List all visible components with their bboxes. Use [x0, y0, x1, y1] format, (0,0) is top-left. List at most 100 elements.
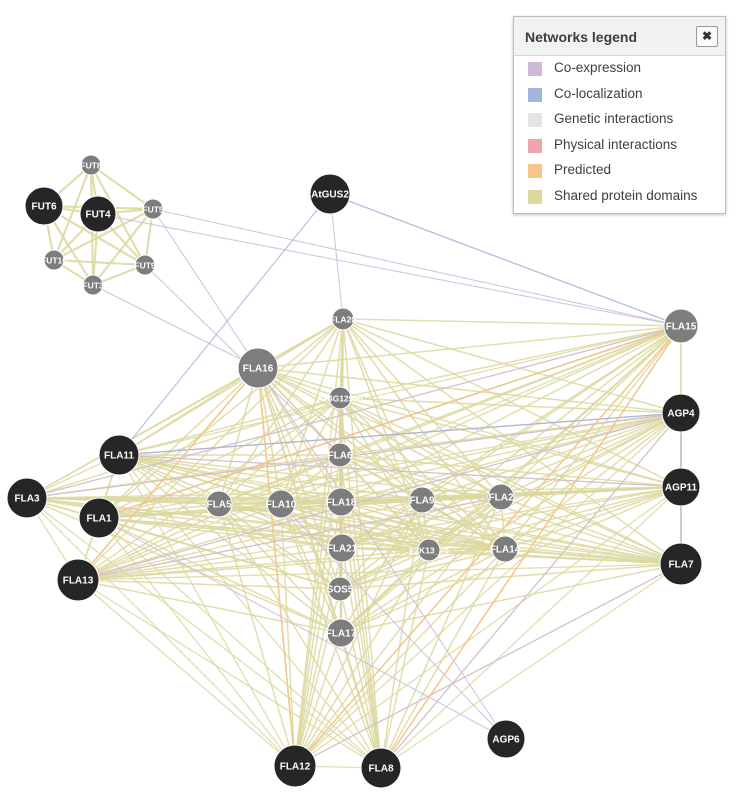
node-circle[interactable]	[659, 542, 703, 586]
node-fla5[interactable]: FLA5	[205, 490, 233, 518]
node-fla7[interactable]: FLA7	[659, 542, 703, 586]
node-circle[interactable]	[56, 558, 100, 602]
network-edge	[339, 325, 682, 399]
node-circle[interactable]	[327, 533, 357, 563]
node-circle[interactable]	[98, 434, 140, 476]
node-circle[interactable]	[487, 483, 515, 511]
node-circle[interactable]	[43, 249, 65, 271]
node-circle[interactable]	[134, 254, 156, 276]
node-fla16[interactable]: FLA16	[237, 347, 279, 389]
node-fla9[interactable]: FLA9	[408, 486, 436, 514]
node-circle[interactable]	[24, 186, 64, 226]
network-edge	[380, 549, 430, 769]
network-edge	[218, 325, 682, 505]
node-fla14[interactable]: FLA14	[490, 535, 521, 563]
node-agp6[interactable]: AGP6	[486, 719, 526, 759]
node-circle[interactable]	[273, 744, 317, 788]
node-circle[interactable]	[266, 489, 296, 519]
node-fla12[interactable]: FLA12	[273, 744, 317, 788]
node-circle[interactable]	[663, 308, 699, 344]
network-edge	[342, 318, 682, 565]
node-fla3[interactable]: FLA3	[6, 477, 48, 519]
node-circle[interactable]	[491, 535, 519, 563]
node-agp4[interactable]: AGP4	[661, 393, 701, 433]
network-edge	[92, 284, 259, 369]
node-label: FUT9	[134, 261, 156, 271]
node-atgus2[interactable]: AtGUS2	[309, 173, 351, 215]
node-fla21[interactable]: FLA21	[327, 533, 358, 563]
legend-title: Networks legend	[525, 29, 638, 45]
node-fla13[interactable]: FLA13	[56, 558, 100, 602]
node-fut6[interactable]: FUT6	[24, 186, 64, 226]
node-circle[interactable]	[661, 467, 701, 507]
node-fut8[interactable]: FUT8	[80, 154, 102, 176]
node-circle[interactable]	[327, 442, 353, 468]
legend-item-physical-interactions: Physical interactions	[514, 133, 725, 159]
network-edge	[118, 454, 682, 488]
network-edge	[257, 367, 682, 565]
node-label: FUT5	[142, 205, 164, 215]
node-at4g12950[interactable]: AT4G12950	[317, 386, 363, 410]
close-icon[interactable]: ✖	[696, 26, 718, 47]
node-circle[interactable]	[326, 618, 356, 648]
network-edge	[428, 496, 502, 551]
legend-swatch	[528, 164, 542, 179]
network-edge	[77, 496, 502, 581]
network-edge	[118, 397, 341, 456]
node-circle[interactable]	[6, 477, 48, 519]
node-fla2[interactable]: FLA2	[487, 483, 515, 511]
node-fla18[interactable]: FLA18	[326, 487, 357, 517]
node-fla20[interactable]: FLA20	[330, 307, 356, 331]
node-fla8[interactable]: FLA8	[360, 747, 402, 789]
node-circle[interactable]	[82, 274, 104, 296]
node-circle[interactable]	[331, 307, 355, 331]
node-fut9[interactable]: FUT9	[134, 254, 156, 276]
node-circle[interactable]	[78, 497, 120, 539]
node-fut4[interactable]: FUT4	[79, 195, 117, 233]
node-circle[interactable]	[661, 393, 701, 433]
node-fla6[interactable]: FLA6	[327, 442, 353, 468]
network-edge	[280, 503, 341, 590]
node-fut3[interactable]: FUT3	[82, 274, 104, 296]
network-edge	[77, 325, 682, 581]
node-circle[interactable]	[142, 198, 164, 220]
node-fla15[interactable]: FLA15	[663, 308, 699, 344]
node-fla17[interactable]: FLA17	[326, 618, 357, 648]
node-fut5[interactable]: FUT5	[142, 198, 164, 220]
network-edge	[77, 563, 682, 581]
network-edge	[340, 412, 682, 634]
legend-item-co-expression: Co-expression	[514, 56, 725, 82]
node-agp11[interactable]: AGP11	[661, 467, 701, 507]
node-circle[interactable]	[237, 347, 279, 389]
network-edge	[98, 318, 344, 519]
network-edge	[428, 549, 682, 565]
node-circle[interactable]	[205, 490, 233, 518]
network-edge	[77, 499, 423, 581]
node-circle[interactable]	[417, 538, 441, 562]
network-edge	[98, 517, 341, 590]
node-label: FLA5	[207, 500, 232, 511]
node-fla11[interactable]: FLA11	[98, 434, 140, 476]
node-circle[interactable]	[360, 747, 402, 789]
node-circle[interactable]	[80, 154, 102, 176]
network-edge	[218, 503, 341, 590]
node-circle[interactable]	[486, 719, 526, 759]
node-circle[interactable]	[328, 386, 352, 410]
node-circle[interactable]	[408, 486, 436, 514]
network-edge	[280, 325, 682, 505]
legend-swatch	[528, 113, 542, 128]
node-circle[interactable]	[309, 173, 351, 215]
node-fut10[interactable]: FUT10	[41, 249, 67, 271]
node-f2k13-70[interactable]: F2K13_70	[409, 538, 449, 562]
network-edge	[77, 549, 430, 581]
node-circle[interactable]	[326, 487, 356, 517]
node-circle[interactable]	[79, 195, 117, 233]
legend-swatch	[528, 62, 542, 76]
node-circle[interactable]	[327, 576, 353, 602]
node-label: FUT4	[86, 210, 111, 221]
network-edge	[339, 397, 423, 501]
node-sos5[interactable]: SOS5	[327, 576, 354, 602]
node-fla1[interactable]: FLA1	[78, 497, 120, 539]
node-fla10[interactable]: FLA10	[266, 489, 297, 519]
